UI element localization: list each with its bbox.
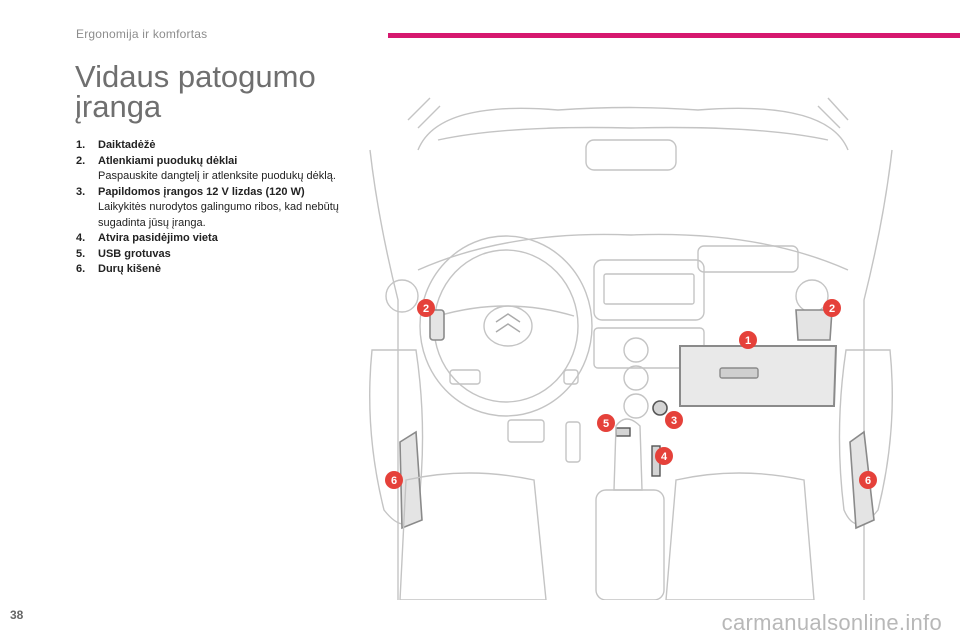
item-label: Atlenkiami puodukų dėklai [98,154,238,167]
item-label: Atvira pasidėjimo vieta [98,232,218,244]
title-line-1: Vidaus patogumo [75,59,316,94]
car-interior-illustration: 1 2 2 3 4 5 6 6 [369,97,893,600]
marker-6-left: 6 [385,471,403,489]
item-number: 1. [76,139,86,151]
list-item: 2. Atlenkiami puodukų dėklai Paspauskite… [76,154,344,185]
marker-label: 6 [391,475,397,487]
item-label: Daiktadėžė [98,139,156,151]
item-label: Durų kišenė [98,263,161,275]
watermark: carmanualsonline.info [721,610,942,635]
item-number: 2. [76,154,86,167]
marker-label: 1 [745,335,751,347]
item-number: 5. [76,247,86,260]
item-label: USB grotuvas [98,247,171,260]
marker-label: 2 [423,303,429,315]
title-line-2: įranga [75,89,162,124]
marker-label: 3 [671,415,677,427]
marker-label: 2 [829,303,835,315]
accent-bar [388,33,960,38]
page-title: Vidaus patogumo įranga [75,59,355,124]
marker-2-right: 2 [823,299,841,317]
item-description: Paspauskite dangtelį ir atlenksite puodu… [98,170,336,182]
list-item: 6. Durų kišenė [76,262,344,278]
marker-2-left: 2 [417,299,435,317]
marker-3: 3 [665,411,683,429]
marker-1: 1 [739,331,757,349]
list-item: 3. Papildomos įrangos 12 V lizdas (120 W… [76,185,344,232]
section-label: Ergonomija ir komfortas [76,27,208,41]
item-label: Papildomos įrangos 12 V lizdas (120 W) [98,185,305,198]
equipment-list: 1. Daiktadėžė 2. Atlenkiami puodukų dėkl… [76,138,344,278]
page-number: 38 [10,608,24,622]
marker-4: 4 [655,447,673,465]
marker-5: 5 [597,414,615,432]
marker-6-right: 6 [859,471,877,489]
list-item: 4. Atvira pasidėjimo vieta [76,231,344,247]
list-item: 5. USB grotuvas [76,247,344,263]
list-item: 1. Daiktadėžė [76,138,344,154]
marker-label: 5 [603,418,609,430]
marker-label: 6 [865,475,871,487]
item-number: 3. [76,185,86,198]
item-number: 4. [76,232,86,244]
item-number: 6. [76,263,86,275]
marker-label: 4 [661,451,668,463]
item-description: Laikykitės nurodytos galingumo ribos, ka… [98,201,339,229]
